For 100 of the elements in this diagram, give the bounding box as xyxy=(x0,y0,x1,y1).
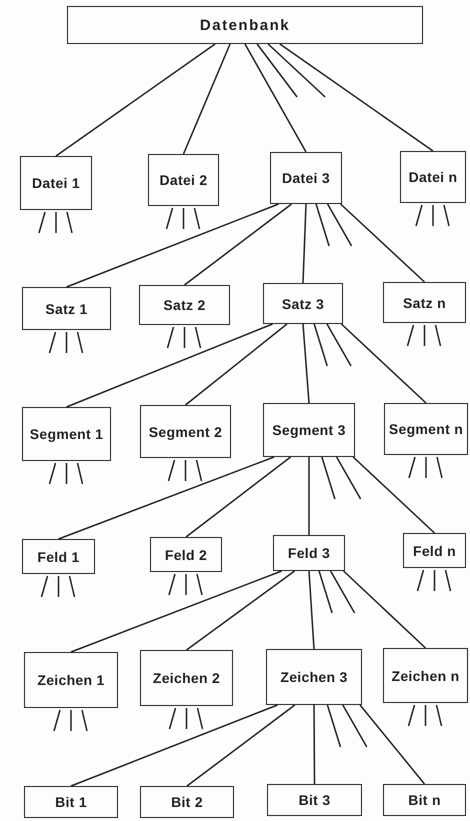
branch-stub-line xyxy=(432,205,434,226)
node-box: Segment 2 xyxy=(140,405,231,458)
connector-line xyxy=(302,204,307,284)
node-box: Bit 2 xyxy=(140,786,234,818)
branch-stub-line xyxy=(315,204,330,246)
connector-line xyxy=(244,44,307,152)
connector-line xyxy=(186,704,296,787)
node-box: Satz 2 xyxy=(139,285,230,325)
branch-stub-line xyxy=(58,576,60,597)
connector-line xyxy=(352,456,436,534)
node-box: Segment 1 xyxy=(22,407,111,461)
branch-stub-line xyxy=(168,708,176,730)
node-box: Segment 3 xyxy=(263,403,355,457)
connector-line xyxy=(56,43,216,157)
branch-stub-line xyxy=(326,324,352,366)
branch-stub-line xyxy=(68,576,76,598)
branch-stub-line xyxy=(434,570,436,591)
branch-stub-line xyxy=(38,212,46,234)
branch-stub-line xyxy=(416,570,424,592)
connector-line xyxy=(182,44,231,154)
connector-line xyxy=(360,704,426,784)
connector-line xyxy=(302,324,310,404)
branch-stub-line xyxy=(184,460,186,481)
node-box: Bit 3 xyxy=(267,784,362,816)
branch-stub-line xyxy=(194,208,200,230)
node-box: Datenbank xyxy=(67,6,423,44)
node-box: Feld 1 xyxy=(22,539,95,574)
branch-stub-line xyxy=(196,708,204,730)
node-box: Zeichen 1 xyxy=(24,652,118,708)
branch-stub-line xyxy=(55,212,57,233)
node-box: Datei 3 xyxy=(270,152,342,204)
branch-stub-line xyxy=(408,704,416,726)
branch-stub-line xyxy=(326,204,352,246)
node-box: Feld 2 xyxy=(150,537,222,572)
branch-stub-line xyxy=(196,460,202,482)
node-box: Satz 3 xyxy=(263,283,343,324)
node-box: Feld n xyxy=(403,533,466,568)
branch-stub-line xyxy=(443,204,450,226)
node-box: Satz n xyxy=(383,282,466,323)
branch-stub-line xyxy=(434,324,442,346)
branch-stub-line xyxy=(342,704,368,748)
connector-line xyxy=(186,570,296,651)
connector-line xyxy=(186,456,292,538)
branch-stub-line xyxy=(53,710,61,732)
connector-line xyxy=(308,457,310,535)
connector-line xyxy=(308,570,315,650)
branch-stub-line xyxy=(76,332,84,354)
branch-stub-line xyxy=(444,570,452,592)
branch-stub-line xyxy=(415,204,423,226)
branch-stub-line xyxy=(185,574,187,595)
node-box: Datei 1 xyxy=(20,156,92,210)
branch-stub-line xyxy=(424,325,426,346)
node-box: Feld 3 xyxy=(273,535,345,571)
node-box: Datei n xyxy=(400,151,466,203)
branch-stub-line xyxy=(66,332,68,353)
branch-stub-line xyxy=(66,463,68,484)
branch-stub-line xyxy=(182,208,184,229)
connector-line xyxy=(340,203,426,283)
branch-stub-line xyxy=(81,710,88,732)
branch-stub-line xyxy=(186,708,188,729)
branch-stub-line xyxy=(40,576,48,598)
branch-stub-line xyxy=(326,704,342,748)
branch-stub-line xyxy=(48,462,56,484)
branch-stub-line xyxy=(256,44,298,98)
connector-line xyxy=(185,323,288,406)
branch-stub-line xyxy=(330,570,356,614)
branch-stub-line xyxy=(48,332,56,354)
node-box: Zeichen 2 xyxy=(140,650,233,706)
branch-stub-line xyxy=(76,462,84,484)
branch-stub-line xyxy=(268,43,326,98)
branch-stub-line xyxy=(70,710,72,731)
branch-stub-line xyxy=(318,570,333,614)
connector-line xyxy=(70,704,278,787)
branch-stub-line xyxy=(166,326,174,348)
node-box: Bit n xyxy=(383,784,466,816)
branch-stub-line xyxy=(168,574,176,596)
branch-stub-line xyxy=(321,456,336,500)
node-box: Datei 2 xyxy=(148,154,219,206)
branch-stub-line xyxy=(425,457,427,478)
branch-stub-line xyxy=(436,704,442,726)
node-box: Satz 1 xyxy=(22,287,111,330)
connector-line xyxy=(343,570,426,649)
connector-line xyxy=(66,203,279,288)
branch-stub-line xyxy=(194,326,202,348)
branch-stub-line xyxy=(436,456,443,478)
branch-stub-line xyxy=(168,460,176,482)
node-box: Zeichen n xyxy=(383,648,468,703)
connector-line xyxy=(340,323,427,404)
branch-stub-line xyxy=(66,212,73,234)
branch-stub-line xyxy=(424,705,426,726)
node-box: Bit 1 xyxy=(24,786,118,818)
connector-line xyxy=(313,705,316,784)
branch-stub-line xyxy=(166,208,174,230)
branch-stub-line xyxy=(313,324,328,366)
connector-line xyxy=(279,43,434,152)
node-box: Zeichen 3 xyxy=(266,649,362,705)
connector-line xyxy=(58,456,274,540)
connector-line xyxy=(184,203,292,286)
branch-stub-line xyxy=(184,327,186,348)
branch-stub-line xyxy=(406,324,414,346)
